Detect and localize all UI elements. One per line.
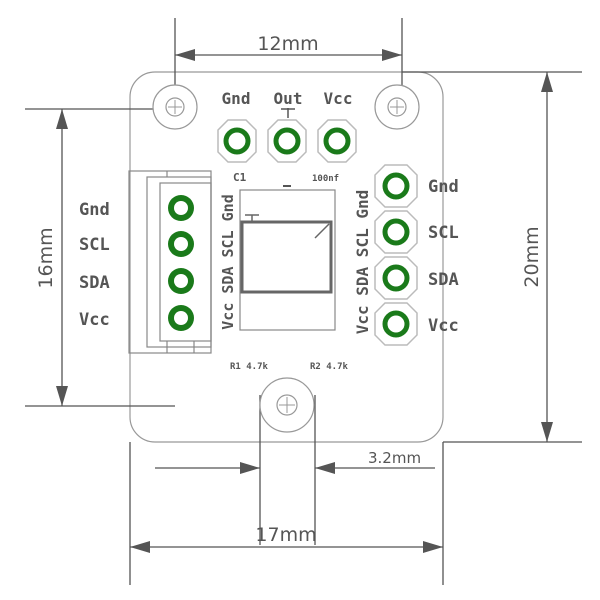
left-connector-label-sda: SDA xyxy=(79,273,110,293)
mounting-hole-top-left xyxy=(152,84,198,130)
left-connector-label-gnd: Gnd xyxy=(79,200,110,220)
left-connector-pad-gnd xyxy=(168,195,194,221)
left-connector-pad-vcc xyxy=(168,305,194,331)
top-header-label-out: Out xyxy=(274,89,303,108)
dim-right: 20mm xyxy=(402,71,582,443)
right-header-pad-sda xyxy=(374,256,418,300)
sensor-package xyxy=(239,189,336,331)
right-header-label-scl: SCL xyxy=(428,223,459,243)
top-header-pad-out xyxy=(267,119,307,163)
mounting-hole-bottom xyxy=(259,377,315,433)
right-header-label-vcc: Vcc xyxy=(428,316,459,336)
right-header-label-gnd: Gnd xyxy=(428,177,459,197)
left-connector-vertical-label: Vcc SDA SCL Gnd xyxy=(219,194,237,329)
dim-bottom: 17mm xyxy=(129,442,444,585)
dim-hole: 3.2mm xyxy=(155,395,435,545)
r2-label: R2 4.7k xyxy=(310,362,349,372)
mounting-hole-top-right xyxy=(374,84,420,130)
dim-hole-label: 3.2mm xyxy=(368,449,421,467)
dim-left: 16mm xyxy=(25,108,175,407)
dim-top: 12mm xyxy=(174,18,403,115)
top-header-label-gnd: Gnd xyxy=(222,89,251,108)
left-connector-body xyxy=(128,170,212,354)
left-connector-label-scl: SCL xyxy=(79,235,110,255)
dim-right-label: 20mm xyxy=(521,226,543,287)
right-header-pad-vcc xyxy=(374,302,418,346)
left-connector-label-vcc: Vcc xyxy=(79,310,110,330)
right-header-pad-gnd xyxy=(374,164,418,208)
dim-top-label: 12mm xyxy=(257,33,318,55)
c1-label: C1 xyxy=(233,171,247,184)
right-header-vertical-label: Vcc SDA SCL Gnd xyxy=(353,190,372,335)
right-header-label-sda: SDA xyxy=(428,270,459,290)
dim-left-label: 16mm xyxy=(35,227,57,288)
r1-label: R1 4.7k xyxy=(230,362,269,372)
left-connector-pad-scl xyxy=(168,231,194,257)
right-header-pad-scl xyxy=(374,210,418,254)
left-connector-pad-sda xyxy=(168,268,194,294)
top-header-pad-vcc xyxy=(317,119,357,163)
dim-bottom-label: 17mm xyxy=(255,524,316,546)
top-header-pad-gnd xyxy=(217,119,257,163)
cap-value-label: 100nf xyxy=(312,174,339,184)
top-header-label-vcc: Vcc xyxy=(324,89,353,108)
